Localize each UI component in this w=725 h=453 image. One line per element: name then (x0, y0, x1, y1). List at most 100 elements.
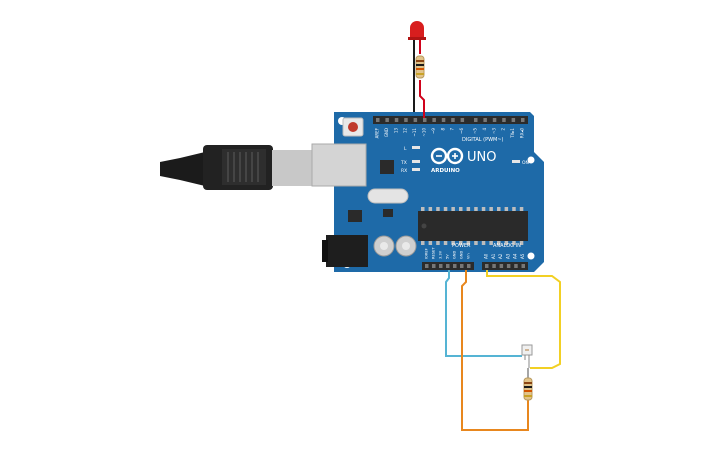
header-pin-socket[interactable] (499, 264, 504, 268)
header-pin-socket[interactable] (439, 264, 443, 268)
power-pin-label: GND (460, 251, 464, 259)
wire-led-anode[interactable] (419, 40, 425, 118)
chip-pin (504, 241, 509, 245)
mounting-hole (527, 252, 535, 260)
power-pin-label: IOREF (425, 248, 429, 259)
chip-pin (474, 207, 478, 211)
capacitor-top (380, 242, 388, 250)
header-pin-socket[interactable] (394, 118, 399, 122)
header-pin-socket[interactable] (376, 118, 380, 122)
chip-pins-top (421, 207, 524, 211)
reset-button-cap[interactable] (348, 122, 358, 132)
chip-pin (428, 207, 433, 211)
dc-power-jack (326, 235, 368, 267)
sensor-resistor[interactable] (523, 377, 533, 401)
red-led[interactable] (408, 21, 426, 40)
light-sensor[interactable] (521, 344, 533, 368)
digital-pin-label: 2 (501, 128, 506, 131)
dc-power-jack-lip (322, 240, 328, 262)
chip-pin (512, 241, 516, 245)
chip-pin (451, 207, 455, 211)
wire-5v[interactable] (445, 270, 522, 357)
header-pin-socket[interactable] (502, 118, 506, 122)
chip-pin (519, 241, 524, 245)
header-pin-socket[interactable] (432, 118, 436, 122)
capacitor-top (402, 242, 410, 250)
header-pin-socket[interactable] (492, 264, 496, 268)
chip-pin (443, 241, 448, 245)
header-pin-socket[interactable] (467, 264, 471, 268)
power-pin-label: Vin (467, 253, 471, 259)
analog-pin-label: A4 (513, 253, 518, 259)
analog-pin-label: A2 (498, 253, 503, 259)
digital-header-pins (376, 118, 525, 122)
usb-plug-ridges (227, 152, 259, 182)
digital-pin-label: 12 (403, 128, 408, 134)
header-pin-socket[interactable] (446, 264, 450, 268)
chip-pin (481, 241, 486, 245)
header-pin-socket[interactable] (492, 118, 497, 122)
mounting-hole (527, 156, 535, 164)
header-pin-socket[interactable] (425, 264, 429, 268)
header-pin-socket[interactable] (451, 118, 455, 122)
header-pin-socket[interactable] (485, 264, 489, 268)
chip-pin (489, 241, 493, 245)
analog-pin-label: A0 (484, 253, 489, 259)
header-pin-socket[interactable] (453, 264, 457, 268)
power-pin-label: 3.3V (439, 250, 443, 259)
analog-pin-label: A3 (505, 253, 510, 259)
usb-cable[interactable] (160, 145, 312, 190)
analog-pin-label: A5 (520, 253, 525, 259)
led-on-label: ON (522, 160, 529, 166)
chip-pin (489, 207, 493, 211)
header-pin-socket[interactable] (521, 118, 525, 122)
analog-pin-label: A1 (491, 253, 496, 259)
header-pin-socket[interactable] (514, 264, 518, 268)
digital-pin-label: 13 (393, 128, 398, 134)
header-pin-socket[interactable] (474, 118, 478, 122)
digital-header-label: DIGITAL (PWM~) (462, 137, 504, 143)
led-l-label: L (404, 146, 407, 152)
digital-pin-label: ~5 (473, 128, 478, 134)
board-model-label: UNO (467, 150, 496, 165)
digital-pin-label: TX▸1 (510, 128, 515, 139)
chip-pin (497, 207, 501, 211)
header-pin-socket[interactable] (506, 264, 511, 268)
digital-pin-label: 7 (450, 128, 455, 131)
wire-analog-a0[interactable] (486, 270, 561, 369)
header-pin-socket[interactable] (432, 264, 436, 268)
header-pin-socket[interactable] (511, 118, 516, 122)
wire-ground[interactable] (461, 270, 529, 431)
usb-plug-metal (272, 150, 312, 186)
chip-pin (436, 207, 440, 211)
digital-header[interactable] (373, 116, 528, 124)
header-pin-socket[interactable] (385, 118, 389, 122)
chip-notch (421, 223, 427, 229)
led-tx-indicator (412, 160, 420, 163)
chip-pin (459, 207, 463, 211)
digital-pin-label: ~10 (422, 128, 427, 137)
led-resistor[interactable] (415, 55, 425, 79)
led-rim (408, 37, 426, 40)
led-rx-label: RX (401, 168, 407, 174)
chip-pin (443, 207, 448, 211)
header-pin-socket[interactable] (460, 264, 464, 268)
header-pin-socket[interactable] (460, 118, 465, 122)
header-pin-socket[interactable] (521, 264, 526, 268)
led-l-indicator (412, 146, 420, 149)
header-pin-socket[interactable] (423, 118, 427, 122)
digital-pin-label: ~9 (431, 128, 436, 134)
chip-pin (459, 241, 463, 245)
smd-component (383, 209, 393, 217)
header-pin-socket[interactable] (483, 118, 487, 122)
led-rx-indicator (412, 168, 420, 171)
header-pin-socket[interactable] (441, 118, 446, 122)
header-pin-socket[interactable] (404, 118, 408, 122)
power-pin-label: GND (453, 251, 457, 259)
digital-pin-label: AREF (375, 127, 380, 138)
header-pin-socket[interactable] (413, 118, 418, 122)
digital-pin-label: 4 (482, 128, 487, 131)
analog-header[interactable] (482, 262, 528, 270)
